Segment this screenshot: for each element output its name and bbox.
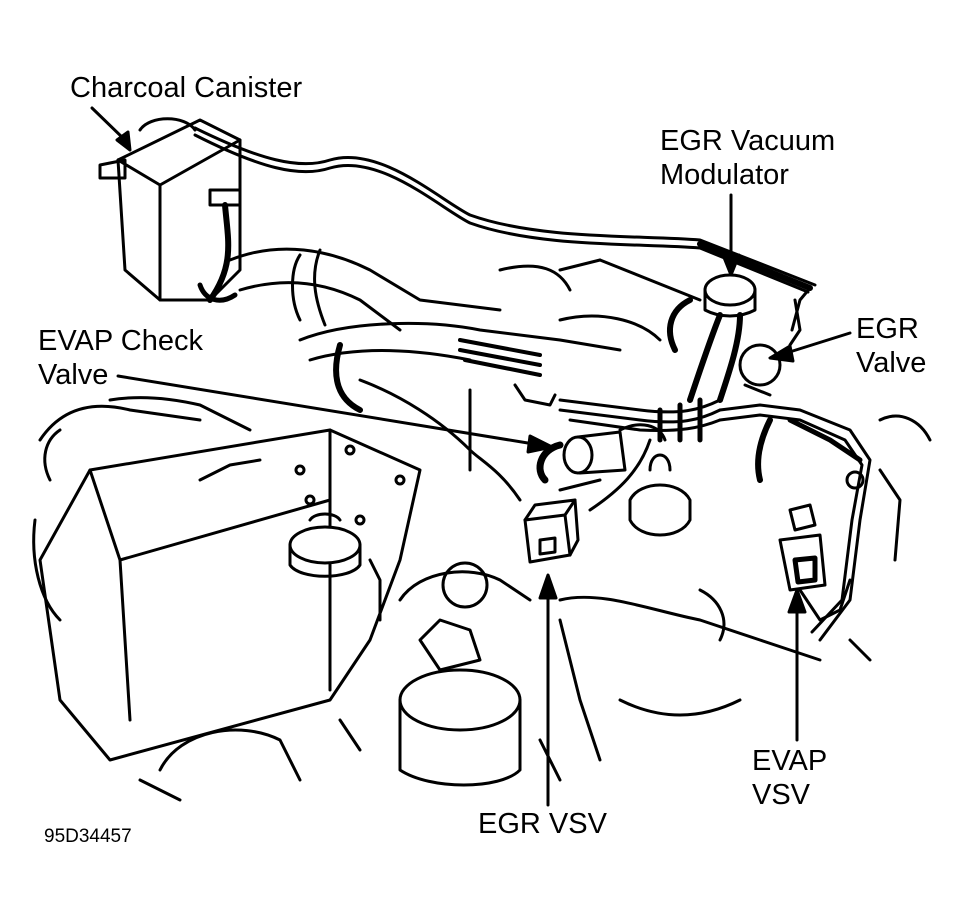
oil-filler-cap xyxy=(288,512,382,622)
egr-modulator-arrowhead xyxy=(721,253,741,277)
egr-vacuum-modulator-label-line1: EGR Vacuum xyxy=(660,125,836,157)
evap-check-valve-label-line2: Valve xyxy=(38,359,109,391)
egr-valve-label-line1: EGR xyxy=(856,313,919,345)
lower-engine xyxy=(138,414,932,802)
egr-vsv-illustration xyxy=(468,448,602,564)
charcoal-canister-label: Charcoal Canister xyxy=(70,72,303,104)
evap-check-valve-label-line1: EVAP Check xyxy=(38,325,203,357)
figure-id: 95D34457 xyxy=(44,826,132,847)
throttle-body xyxy=(588,438,692,537)
callout-leaders xyxy=(90,106,852,807)
egr-modulator-illustration xyxy=(667,273,802,403)
purge-hose-lines xyxy=(193,126,817,332)
egr-vsv-label: EGR VSV xyxy=(478,808,607,840)
intake-duct xyxy=(228,247,572,332)
egr-vacuum-modulator-label-line2: Modulator xyxy=(660,159,789,191)
egr-valve-label-line2: Valve xyxy=(856,347,927,379)
evap-vsv-label-line1: EVAP xyxy=(752,745,828,777)
cylinder-head-cover xyxy=(32,396,422,762)
charcoal-canister-arrowhead xyxy=(115,130,132,152)
evap-check-valve-leader xyxy=(116,374,542,447)
charcoal-canister-illustration xyxy=(98,117,242,303)
evap-check-valve-arrowhead xyxy=(526,434,554,454)
evap-vsv-arrowhead xyxy=(787,588,807,614)
evap-vsv-label-line2: VSV xyxy=(752,779,811,811)
egr-vsv-arrowhead xyxy=(538,573,558,600)
evap-vsv-illustration xyxy=(778,503,852,622)
evap-check-valve-illustration xyxy=(536,423,667,484)
vacuum-line-harness xyxy=(558,397,872,642)
intake-plenum xyxy=(298,258,702,472)
charcoal-canister-leader xyxy=(90,106,127,142)
egr-valve-arrowhead xyxy=(768,344,795,363)
